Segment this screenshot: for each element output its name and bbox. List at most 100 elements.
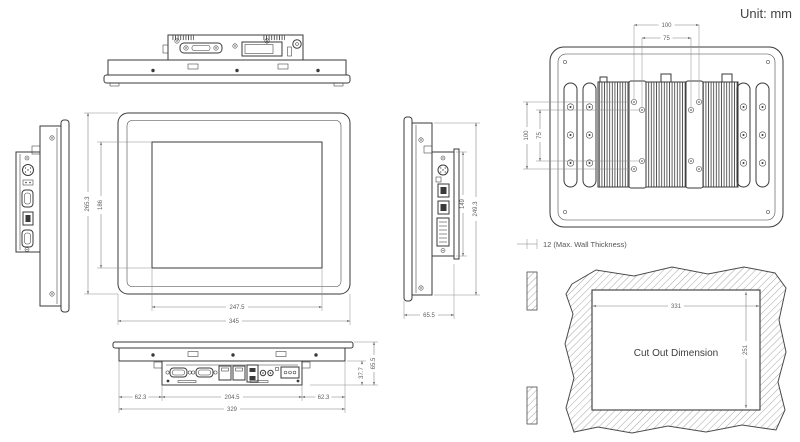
dim-overall-width: 345: [229, 319, 240, 325]
vesa-hole: [688, 158, 694, 164]
jack-screw-icon: [213, 370, 218, 375]
access-panel-inner: [244, 44, 274, 54]
db9-connector: [195, 367, 214, 378]
dim-vesa-width-outer: 100: [661, 23, 672, 29]
cutout-title: Cut Out Dimension: [634, 348, 718, 359]
power-terminal: [280, 366, 300, 379]
rj45-port: [218, 365, 232, 381]
module-ear: [301, 361, 311, 369]
cutout-view: 12 (Max. Wall Thickness) 331 251 Cut Out…: [517, 239, 787, 434]
db9-connector: [21, 189, 34, 208]
right-side-view: 149 249.3 65.5: [403, 116, 480, 319]
left-side-view: [15, 119, 70, 313]
rear-view: 100 75 100 75: [523, 21, 784, 228]
jack-screw-icon: [191, 370, 196, 375]
usb-tongue: [440, 204, 447, 211]
io-module: [161, 360, 303, 386]
vesa-hole: [696, 166, 702, 172]
rj45-port: [232, 365, 246, 381]
dim-depth: 65.5: [423, 313, 435, 319]
screw-icon: [49, 291, 55, 297]
wall-section: [526, 271, 538, 311]
dim-display-height: 186: [98, 199, 104, 210]
screen: [151, 141, 323, 269]
heatsink: [597, 81, 739, 188]
vent-slot: [275, 351, 287, 357]
access-panel: [241, 41, 283, 57]
reset-button: [275, 367, 279, 371]
dim-vesa-width-inner: 75: [663, 36, 670, 42]
db9-connector: [21, 229, 34, 248]
db9-connector: [169, 367, 188, 378]
screw-icon: [174, 38, 180, 44]
bezel-foot: [109, 82, 120, 87]
dim-left-gap: 62.3: [135, 395, 147, 401]
heatsink-tab: [660, 73, 672, 83]
usb-tongue: [440, 187, 447, 194]
connector-bump: [162, 44, 169, 54]
bezel-inner-line: [126, 120, 342, 287]
dim-overall-height: 265.3: [85, 196, 91, 212]
vent-slot: [177, 380, 197, 383]
dim-vesa-height-outer: 100: [524, 130, 530, 141]
vent-slot: [277, 63, 289, 70]
wall-thickness-label: 12 (Max. Wall Thickness): [543, 240, 627, 249]
screw-icon: [24, 247, 30, 252]
front-view: 265.3 186 247.5 345: [84, 112, 351, 325]
corner-hole: [563, 210, 567, 214]
module-ear: [153, 361, 163, 369]
chassis-top: [107, 59, 347, 76]
screw-icon: [418, 137, 424, 143]
usb-port: [22, 211, 34, 226]
dim-overall-depth: 65.5: [371, 357, 377, 369]
antenna-hole: [292, 39, 302, 49]
db9-connector-inner: [24, 232, 31, 245]
front-bezel-top: [103, 74, 351, 84]
corner-hole: [766, 60, 770, 64]
rear-module-side: [15, 151, 41, 253]
cutout-opening: [591, 289, 761, 411]
audio-jack: [259, 369, 267, 377]
usb-port-stack: [246, 364, 259, 383]
antenna-hole-center: [295, 42, 299, 46]
dim-module-height: 149: [460, 198, 466, 209]
dim-display-width: 247.5: [229, 305, 245, 311]
front-bezel-edge: [60, 119, 70, 313]
mount-slots-left: [563, 82, 597, 188]
usb-tongue: [249, 368, 256, 372]
jack-screw-icon: [165, 370, 170, 375]
dim-module-width: 204.5: [224, 395, 240, 401]
vent-fins: [262, 35, 285, 41]
vesa-rail: [685, 80, 704, 189]
corner-hole: [766, 210, 770, 214]
screw-icon: [418, 285, 424, 291]
screw-icon: [24, 155, 30, 161]
dim-cutout-width: 331: [671, 304, 682, 310]
usb-port: [437, 200, 450, 215]
usb-tongue: [25, 215, 31, 222]
unit-label: Unit: mm: [740, 6, 792, 21]
dim-chassis-width: 329: [227, 407, 238, 413]
vesa-rail: [628, 80, 647, 189]
db9-connector-inner: [24, 192, 31, 205]
dim-module-depth: 37.7: [359, 367, 365, 379]
usb-tongue: [249, 376, 256, 380]
front-bezel-bottom: [112, 341, 354, 349]
top-tab: [423, 145, 433, 154]
corner-hole: [563, 60, 567, 64]
pin-header: [436, 217, 450, 247]
dim-chassis-height: 249.3: [473, 201, 479, 217]
jack-screw-icon: [187, 370, 192, 375]
cover-plate-slot: [191, 45, 211, 51]
screw-icon: [264, 38, 270, 44]
wall-section: [526, 386, 538, 425]
screw-icon: [213, 45, 219, 51]
heatsink-tab: [599, 76, 608, 83]
top-tab: [31, 145, 41, 155]
speaker-vent-icon: [437, 164, 449, 176]
bottom-view: 62.3 204.5 62.3 329 37.7 65.5: [112, 341, 378, 413]
front-bezel: [117, 112, 351, 295]
screw-icon: [440, 248, 446, 253]
screw-icon: [440, 155, 446, 161]
bezel-foot: [333, 82, 344, 87]
